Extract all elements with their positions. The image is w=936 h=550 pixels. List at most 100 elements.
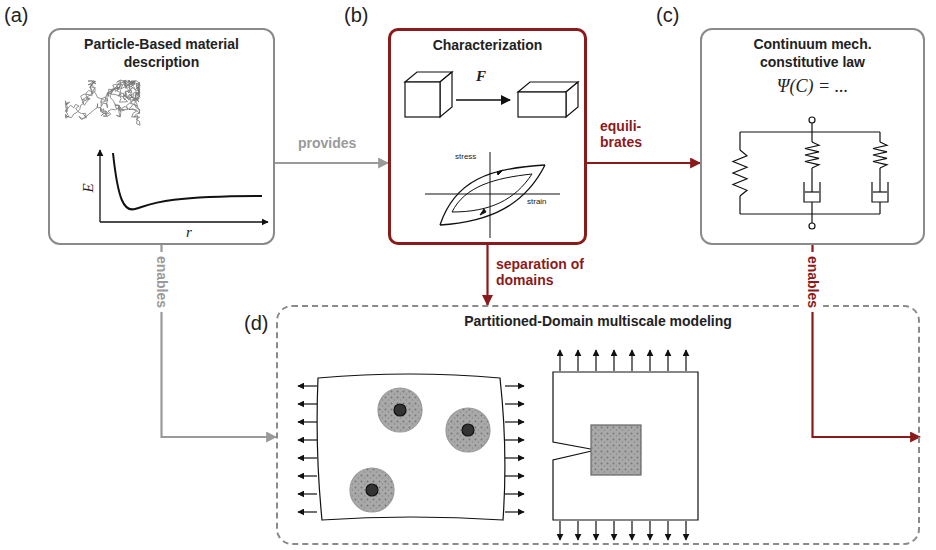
connector [486, 245, 488, 305]
coupled-domain [298, 421, 317, 422]
notched-specimen [553, 350, 698, 540]
rheology-model [804, 182, 820, 202]
hysteresis-plot [480, 209, 486, 215]
notched-specimen [577, 521, 578, 540]
coupled-domain [462, 424, 474, 436]
rheology-model [740, 213, 880, 214]
coupled-domain [298, 439, 317, 440]
panel-title: Continuum mech. constitutive law [738, 36, 888, 71]
rheology-model [809, 223, 815, 229]
axis-label: E [80, 183, 97, 192]
lj-potential-plot [100, 221, 268, 222]
rheology-model [811, 132, 812, 142]
coupled-domain [366, 484, 378, 496]
rheology-model [873, 191, 887, 192]
notched-specimen [559, 521, 560, 540]
lj-potential-plot [100, 150, 268, 222]
axis-label: strain [527, 197, 547, 206]
rheology-model [873, 142, 887, 168]
cube-deformation [405, 82, 440, 117]
coupled-domain [505, 421, 524, 422]
connector [813, 245, 921, 437]
coupled-domain [298, 493, 317, 494]
coupled-domain [298, 385, 317, 386]
notched-specimen [553, 372, 698, 520]
coupled-domain [378, 388, 422, 432]
coupled-domain [298, 511, 317, 512]
rheology-model [739, 196, 740, 214]
hysteresis-plot [452, 174, 532, 212]
notched-specimen [577, 350, 578, 371]
hysteresis-plot [425, 152, 560, 238]
panel-letter: (a) [4, 4, 28, 27]
region-box: Partitioned-Domain multiscale modeling [276, 305, 920, 545]
rheology-model [739, 132, 740, 150]
notched-specimen [631, 521, 632, 540]
hysteresis-plot [440, 165, 545, 225]
rheology-model [733, 150, 747, 196]
rheology-model [879, 202, 880, 214]
notched-specimen [591, 425, 641, 475]
polymer-chain [65, 80, 140, 125]
hysteresis-plot [425, 194, 560, 195]
panel-box: Particle-Based material description [48, 28, 275, 245]
rheology-model [811, 202, 812, 214]
axis-label: r [186, 224, 192, 241]
notched-specimen [667, 350, 668, 371]
connector [587, 162, 700, 164]
rheology-model [805, 191, 819, 192]
coupled-domain [505, 511, 524, 512]
notched-specimen [667, 521, 668, 540]
notched-specimen [649, 350, 650, 371]
rheology-model [733, 117, 888, 229]
rheology-model [811, 123, 812, 132]
coupled-domain [505, 385, 524, 386]
coupled-domain [298, 374, 524, 520]
panel-box: Continuum mech. constitutive lawΨ(C) = .… [700, 28, 925, 245]
notched-specimen [631, 350, 632, 371]
panel-title: Particle-Based material description [77, 36, 247, 71]
notched-specimen [613, 521, 614, 540]
rheology-model [872, 182, 888, 202]
rheology-model [879, 168, 880, 192]
coupled-domain [505, 493, 524, 494]
coupled-domain [298, 403, 317, 404]
rheology-model [805, 142, 819, 168]
lj-potential-plot [113, 153, 262, 209]
cube-deformation [566, 82, 578, 117]
axis-label: stress [455, 152, 476, 161]
symbol-label: F [476, 68, 486, 85]
notched-specimen [595, 521, 596, 540]
panel-box: Characterization [388, 28, 587, 245]
panel-letter: (b) [344, 4, 368, 27]
rheology-model [879, 132, 880, 142]
coupled-domain [394, 404, 406, 416]
notched-specimen [649, 521, 650, 540]
rheology-model [811, 214, 812, 223]
polymer-chain [65, 80, 140, 125]
connector [162, 245, 277, 437]
cube-deformation [456, 99, 510, 101]
coupled-domain [350, 468, 394, 512]
cube-deformation [440, 72, 452, 117]
cube-deformation [405, 72, 578, 117]
hysteresis-plot [497, 170, 503, 175]
panel-title: Characterization [398, 37, 578, 55]
edge-label: enables [802, 252, 822, 312]
edge-label: equili- brates [600, 118, 656, 150]
coupled-domain [298, 457, 317, 458]
coupled-domain [505, 439, 524, 440]
lj-potential-plot [99, 150, 100, 222]
coupled-domain [505, 475, 524, 476]
coupled-domain [446, 408, 490, 452]
panel-letter: (c) [656, 4, 679, 27]
rheology-model [811, 168, 812, 192]
rheology-model [809, 117, 815, 123]
notched-specimen [595, 350, 596, 371]
cube-deformation [518, 92, 566, 117]
panel-title: Partitioned-Domain multiscale modeling [298, 313, 898, 331]
panel-letter: (d) [244, 312, 268, 335]
notched-specimen [685, 521, 686, 540]
coupled-domain [298, 475, 317, 476]
